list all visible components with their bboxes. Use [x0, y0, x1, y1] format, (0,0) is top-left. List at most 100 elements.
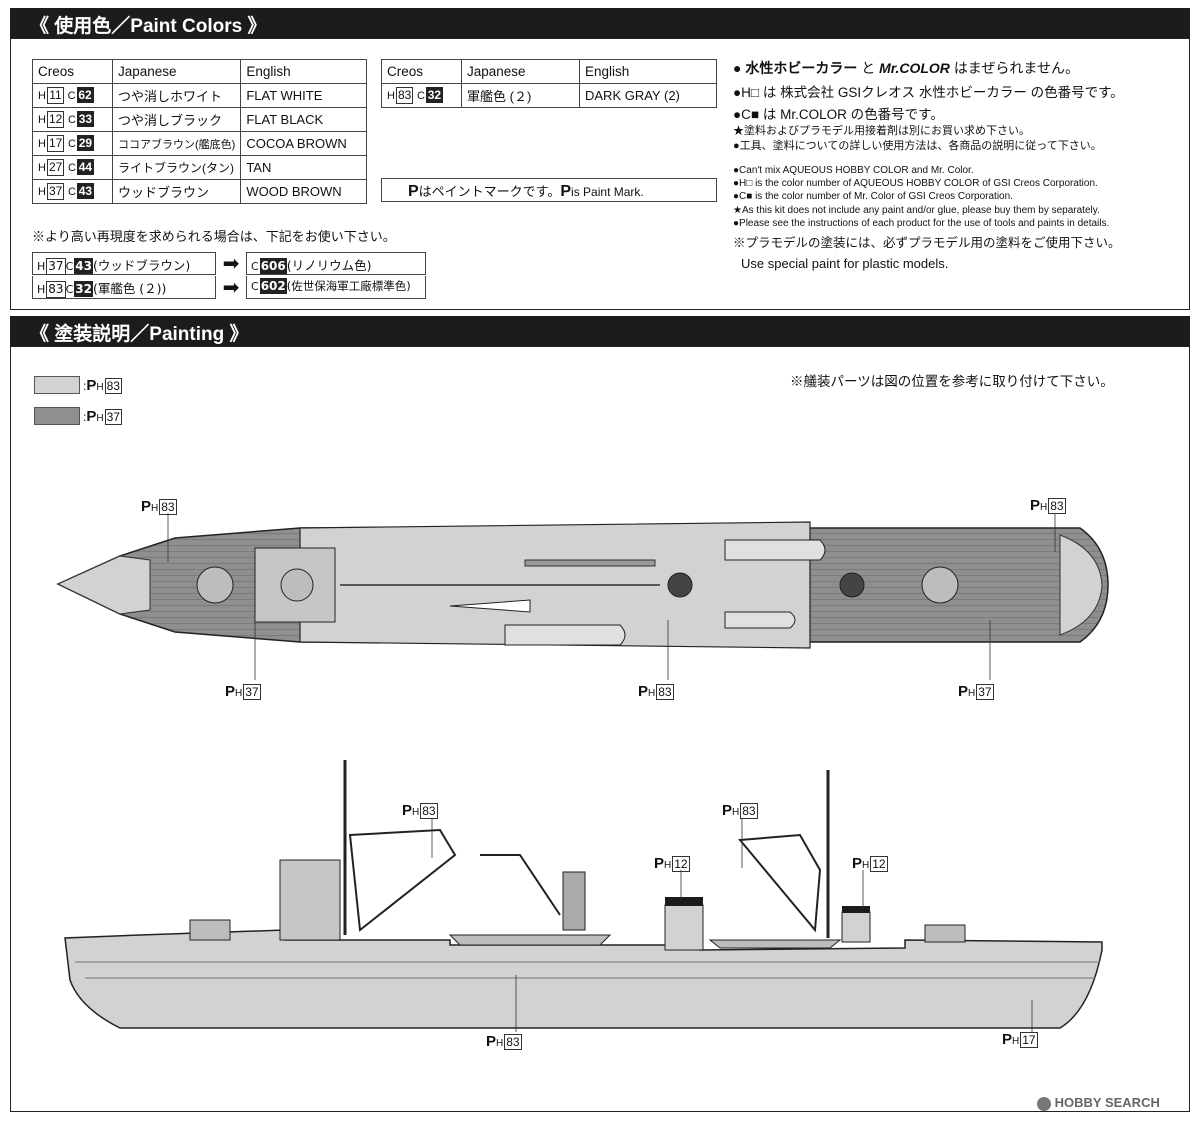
c-code: 33	[76, 111, 94, 127]
callout-code: 83	[159, 499, 177, 515]
side-boat-1	[448, 934, 612, 946]
color-en: FLAT WHITE	[240, 83, 367, 108]
watermark: HOBBY SEARCH	[1037, 1095, 1160, 1111]
paint-colors-title: 《 使用色／Paint Colors 》	[30, 16, 267, 37]
color-en: WOOD BROWN	[240, 179, 367, 204]
note-tools-ja: ●工具、塗料についての詳しい使用方法は、各商品の説明に従って下さい。	[733, 140, 1102, 152]
note-h-number-text: は 株式会社 GSIクレオス 水性ホビーカラー の色番号です。	[762, 85, 1124, 100]
paint-mark-note-en: is Paint Mark.	[571, 185, 644, 199]
note-en-1: ●Can't mix AQUEOUS HOBBY COLOR and Mr. C…	[733, 165, 974, 176]
h-code: 12	[46, 111, 65, 128]
callout-code: 37	[243, 684, 261, 700]
aft-crane	[738, 833, 822, 933]
note-c-number: ●C■ は Mr.COLOR の色番号です。	[733, 103, 944, 123]
hobby-search-logo-icon	[1037, 1096, 1051, 1111]
color-ja: 軍艦色 (２)	[461, 83, 580, 108]
note-no-mix-a: 水性ホビーカラー	[745, 60, 858, 76]
bridge-top	[254, 547, 336, 623]
h-code: 37	[46, 257, 66, 275]
callout-code: 83	[1048, 498, 1066, 514]
c-code: 43	[74, 257, 93, 274]
col-japanese: Japanese	[461, 59, 580, 84]
c-code: 32	[74, 280, 93, 297]
arrow-right-icon: ➡	[222, 251, 240, 275]
h-code: 37	[46, 183, 65, 200]
side-aft-gun	[924, 924, 966, 943]
c-code: 44	[76, 159, 94, 175]
side-boat-2	[708, 939, 842, 949]
substitution-to: (リノリウム色)	[286, 257, 372, 273]
callout-code: 17	[1020, 1032, 1038, 1048]
top-view-stern-tip	[1059, 534, 1103, 636]
c-code: 43	[76, 183, 94, 199]
boat-1	[724, 539, 826, 561]
paint-mark-icon: P	[560, 183, 572, 200]
legend-swatch-dark	[34, 407, 80, 425]
note-en-4: ★As this kit does not include any paint …	[733, 205, 1100, 216]
callout-code: 83	[504, 1034, 522, 1050]
note-h-number: ●H□ は 株式会社 GSIクレオス 水性ホビーカラー の色番号です。	[733, 81, 1124, 101]
note-en-5: ●Please see the instructions of each pro…	[733, 218, 1110, 229]
paint-colors-header: 《 使用色／Paint Colors 》	[10, 8, 1190, 38]
paint-mark-note: Pはペイントマークです。Pis Paint Mark.	[381, 178, 717, 202]
mid-crane	[480, 854, 561, 916]
substitution-intro: ※より高い再現度を求められる場合は、下記をお使い下さい。	[32, 229, 396, 244]
mid-kingpost	[562, 871, 586, 931]
callout-code: 83	[656, 684, 674, 700]
legend-code: 83	[104, 378, 122, 394]
note-no-mix: ● 水性ホビーカラー と Mr.COLOR はまぜられません。	[733, 58, 1079, 78]
boat-2	[504, 624, 626, 646]
callout-code: 37	[976, 684, 994, 700]
top-leaders	[167, 513, 1056, 680]
side-bridge	[279, 859, 341, 941]
aft-turret	[921, 566, 959, 604]
note-no-mix-c: Mr.COLOR	[879, 60, 950, 76]
paint-mark-note-ja: はペイントマークです。	[418, 184, 561, 199]
fwd-turret	[196, 566, 234, 604]
color-ja: つや消しホワイト	[111, 83, 242, 108]
top-view	[56, 521, 1109, 649]
top-view-bow-tip	[56, 555, 151, 615]
c-code: 602	[259, 277, 287, 294]
callout-code: 83	[420, 803, 438, 819]
bullet-icon: ●C■	[733, 107, 760, 122]
arrow-right-icon: ➡	[222, 275, 240, 299]
c-code: 62	[76, 87, 94, 103]
fwd-crane	[348, 828, 457, 932]
paint-mark-icon: P	[408, 183, 419, 200]
aft-funnel	[841, 911, 871, 943]
note-en-3: ●C■ is the color number of Mr. Color of …	[733, 191, 1013, 202]
col-creos: Creos	[32, 59, 113, 84]
plastic-note-en: Use special paint for plastic models.	[741, 256, 949, 271]
side-view	[64, 760, 1103, 1029]
note-c-number-text: は Mr.COLOR の色番号です。	[762, 107, 944, 122]
boat-3	[449, 599, 531, 613]
note-buy-paint-ja: ★塗料およびプラモデル用接着剤は別にお買い求め下さい。	[733, 125, 1030, 137]
h-code: 17	[46, 135, 65, 152]
watermark-text: HOBBY SEARCH	[1054, 1095, 1160, 1110]
side-funnel	[664, 904, 704, 951]
funnel-top	[667, 572, 693, 598]
color-en: FLAT BLACK	[240, 107, 367, 132]
col-english: English	[240, 59, 367, 84]
h-code: 11	[46, 87, 64, 104]
painting-title: 《 塗装説明／Painting 》	[30, 324, 249, 345]
